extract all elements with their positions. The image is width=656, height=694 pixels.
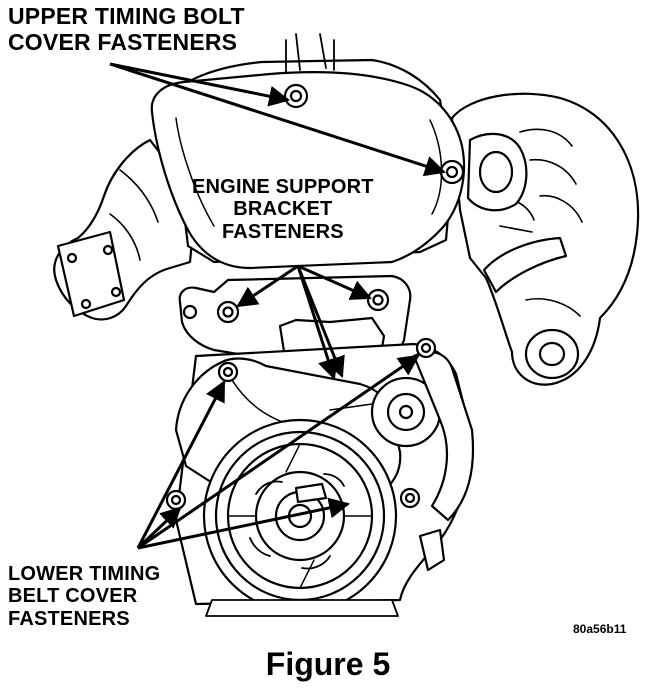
bracket-callout-arrow-2 [297, 264, 372, 300]
upper-timing-belt-cover [150, 71, 466, 270]
lower-callout-line-2: BELT COVER [8, 585, 138, 608]
bracket-callout-arrow-4 [296, 265, 339, 380]
lower-timing-cover-callout: LOWER TIMING BELT COVER FASTENERS [6, 563, 162, 630]
lower-callout-arrow-4 [137, 497, 351, 550]
pump-housing [412, 350, 475, 522]
lower-callout-arrow-2 [136, 506, 182, 550]
upper-callout-line-1: UPPER TIMING BOLT [8, 3, 245, 29]
bracket-callout-line-1: ENGINE SUPPORT [192, 176, 374, 198]
bracket-callout-line-2: BRACKET [233, 198, 333, 221]
manifold-flange [482, 236, 568, 294]
upper-callout-arrow-2 [109, 62, 446, 177]
lower-callout-line-1: LOWER TIMING [8, 563, 161, 585]
lower-callout-arrow-3 [137, 354, 420, 550]
upper-callout-arrow-1 [109, 62, 291, 107]
drawing-code: 80a56b11 [573, 622, 627, 636]
bracket-callout-line-3: FASTENERS [221, 220, 344, 243]
upper-callout-line-2: COVER FASTENERS [8, 28, 238, 55]
figure-caption: Figure 5 [265, 646, 391, 682]
lower-callout-line-3: FASTENERS [8, 607, 130, 630]
engine-support-bracket-callout: ENGINE SUPPORT BRACKET FASTENERS [190, 176, 376, 243]
bracket-callout-arrow-1 [236, 264, 299, 308]
upper-timing-cover-callout: UPPER TIMING BOLT COVER FASTENERS [6, 3, 247, 56]
lower-callout-arrow-1 [136, 380, 226, 549]
crank-key-slot [294, 482, 328, 504]
